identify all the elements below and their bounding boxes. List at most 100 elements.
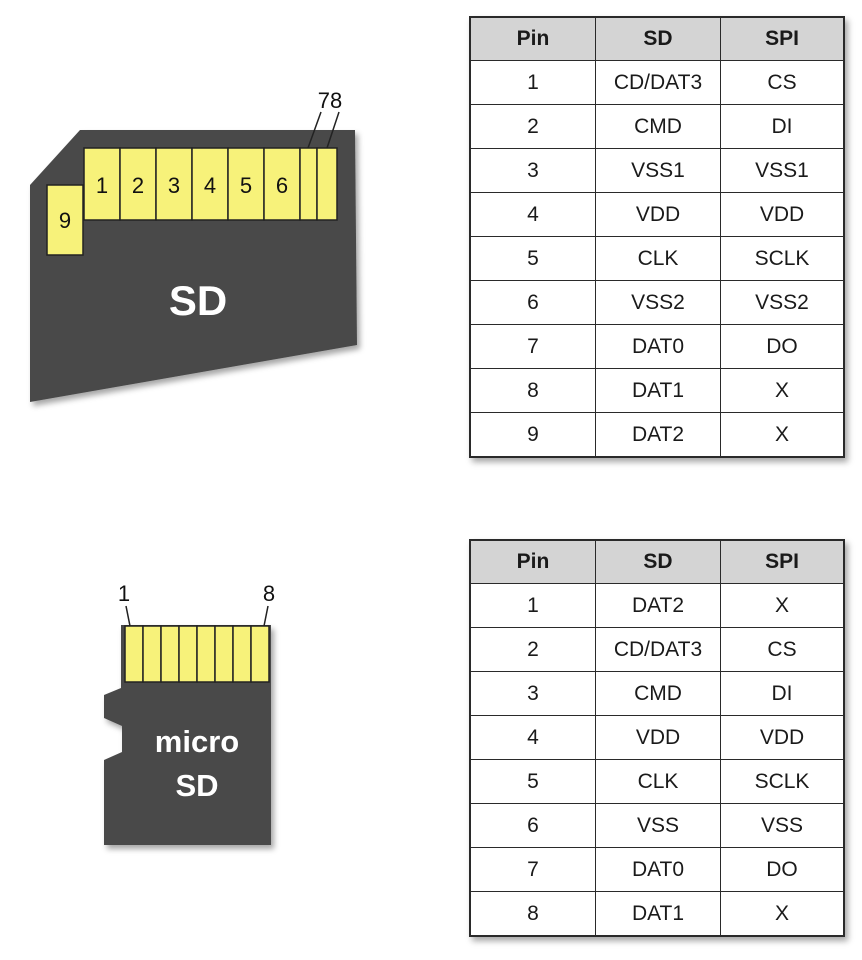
cell-pin: 4 [469,192,596,237]
msd-pad-8 [250,625,270,683]
cell-spi: X [720,412,845,458]
micro-sd-label-line2: SD [175,768,218,803]
cell-spi: VDD [720,192,845,237]
cell-spi: VDD [720,715,845,760]
cell-spi: VSS [720,803,845,848]
cell-sd: VSS [595,803,721,848]
cell-spi: DI [720,671,845,716]
sd-pad-label-3: 3 [168,173,180,198]
cell-pin: 3 [469,671,596,716]
cell-spi: X [720,583,845,628]
sd-card-label: SD [169,277,227,324]
micro-sd-contacts [124,625,270,683]
cell-sd: DAT0 [595,324,721,369]
msd-pad-6 [214,625,234,683]
sd-card: 9 1 2 3 4 5 6 78 SD [30,88,357,402]
sd-callout-line-8 [326,111,340,149]
cell-spi: VSS2 [720,280,845,325]
cell-pin: 7 [469,847,596,892]
cell-spi: X [720,891,845,937]
cell-sd: CLK [595,759,721,804]
sd-pad-label-6: 6 [276,173,288,198]
cell-pin: 4 [469,715,596,760]
cell-spi: X [720,368,845,413]
sd-callout-line-7 [307,111,322,149]
sd-pad-label-4: 4 [204,173,216,198]
sd-pad-7 [299,147,318,221]
sd-pad-9 [46,184,84,256]
msd-pad-2 [142,625,162,683]
column-header-sd: SD [595,539,721,584]
cell-sd: DAT0 [595,847,721,892]
cell-pin: 6 [469,803,596,848]
cell-pin: 3 [469,148,596,193]
cell-sd: CMD [595,104,721,149]
micro-sd-card: 1 8 micro SD [104,581,275,845]
column-header-spi: SPI [720,16,845,61]
msd-pad-1 [124,625,144,683]
sd-pad-label-5: 5 [240,173,252,198]
msd-callout-line-1 [125,605,131,627]
cell-pin: 6 [469,280,596,325]
cell-sd: VDD [595,192,721,237]
cell-spi: VSS1 [720,148,845,193]
column-header-spi: SPI [720,539,845,584]
table-header-row: Pin SD SPI [469,539,845,584]
sd-callout-label: 78 [318,88,342,113]
cell-spi: DI [720,104,845,149]
msd-callout-label-8: 8 [263,581,275,606]
cell-spi: SCLK [720,759,845,804]
cell-spi: CS [720,60,845,105]
cell-sd: VSS1 [595,148,721,193]
cell-pin: 1 [469,583,596,628]
cell-spi: DO [720,324,845,369]
sd-pad-1 [83,147,121,221]
cell-sd: DAT1 [595,891,721,937]
micro-sd-label-line1: micro [155,724,239,759]
msd-pad-3 [160,625,180,683]
cell-pin: 7 [469,324,596,369]
sd-pad-label-1: 1 [96,173,108,198]
sd-pad-5 [227,147,265,221]
cell-sd: DAT2 [595,412,721,458]
cell-pin: 9 [469,412,596,458]
cell-pin: 1 [469,60,596,105]
cell-sd: CD/DAT3 [595,60,721,105]
cell-spi: SCLK [720,236,845,281]
cell-spi: DO [720,847,845,892]
msd-pad-5 [196,625,216,683]
cell-pin: 5 [469,236,596,281]
column-header-sd: SD [595,16,721,61]
sd-pad-label-2: 2 [132,173,144,198]
cell-spi: CS [720,627,845,672]
cell-sd: VSS2 [595,280,721,325]
cell-sd: CD/DAT3 [595,627,721,672]
cell-pin: 8 [469,891,596,937]
column-header-pin: Pin [469,539,596,584]
msd-pad-7 [232,625,252,683]
sd-pad-6 [263,147,301,221]
msd-callout-line-8 [263,605,269,627]
cell-pin: 8 [469,368,596,413]
msd-pad-4 [178,625,198,683]
